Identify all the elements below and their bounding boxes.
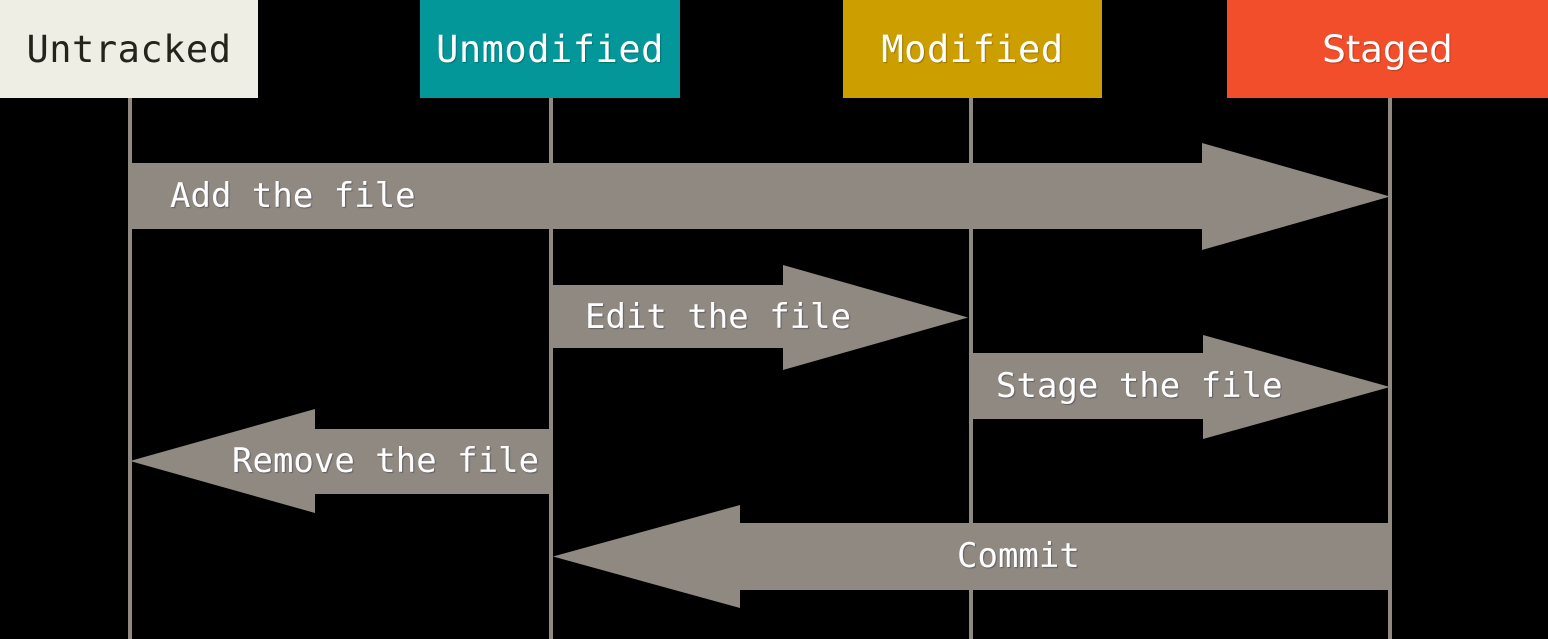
transition-arrow-commit: Commit <box>553 505 1390 608</box>
lifeline-staged <box>1388 98 1392 639</box>
state-label-modified: Modified <box>881 27 1064 71</box>
lifeline-untracked <box>128 98 132 639</box>
arrow-head-right-icon <box>1202 143 1390 250</box>
state-header-unmodified: Unmodified <box>420 0 680 98</box>
arrow-label: Add the file <box>170 176 416 216</box>
arrow-label: Edit the file <box>585 297 852 337</box>
arrow-body <box>972 353 1203 419</box>
arrow-body <box>130 163 1202 229</box>
transition-arrow-remove-the-file: Remove the file <box>130 409 551 513</box>
state-header-modified: Modified <box>843 0 1102 98</box>
transition-arrow-stage-the-file: Stage the file <box>972 335 1390 439</box>
lifeline-modified <box>969 98 973 639</box>
arrow-body <box>740 523 1390 590</box>
arrow-label: Stage the file <box>996 366 1283 406</box>
arrow-head-left-icon <box>553 505 740 608</box>
state-label-untracked: Untracked <box>26 27 232 71</box>
arrow-label: Commit <box>957 536 1080 576</box>
state-header-untracked: Untracked <box>0 0 258 98</box>
arrow-label: Remove the file <box>232 441 540 481</box>
arrow-body <box>552 285 783 348</box>
lifeline-unmodified <box>549 98 553 639</box>
state-label-staged: Staged <box>1322 27 1453 71</box>
state-header-staged: Staged <box>1227 0 1548 98</box>
transition-arrow-edit-the-file: Edit the file <box>552 265 968 370</box>
state-label-unmodified: Unmodified <box>436 27 664 71</box>
transition-arrow-add-the-file: Add the file <box>130 143 1390 250</box>
arrow-body <box>315 429 551 494</box>
